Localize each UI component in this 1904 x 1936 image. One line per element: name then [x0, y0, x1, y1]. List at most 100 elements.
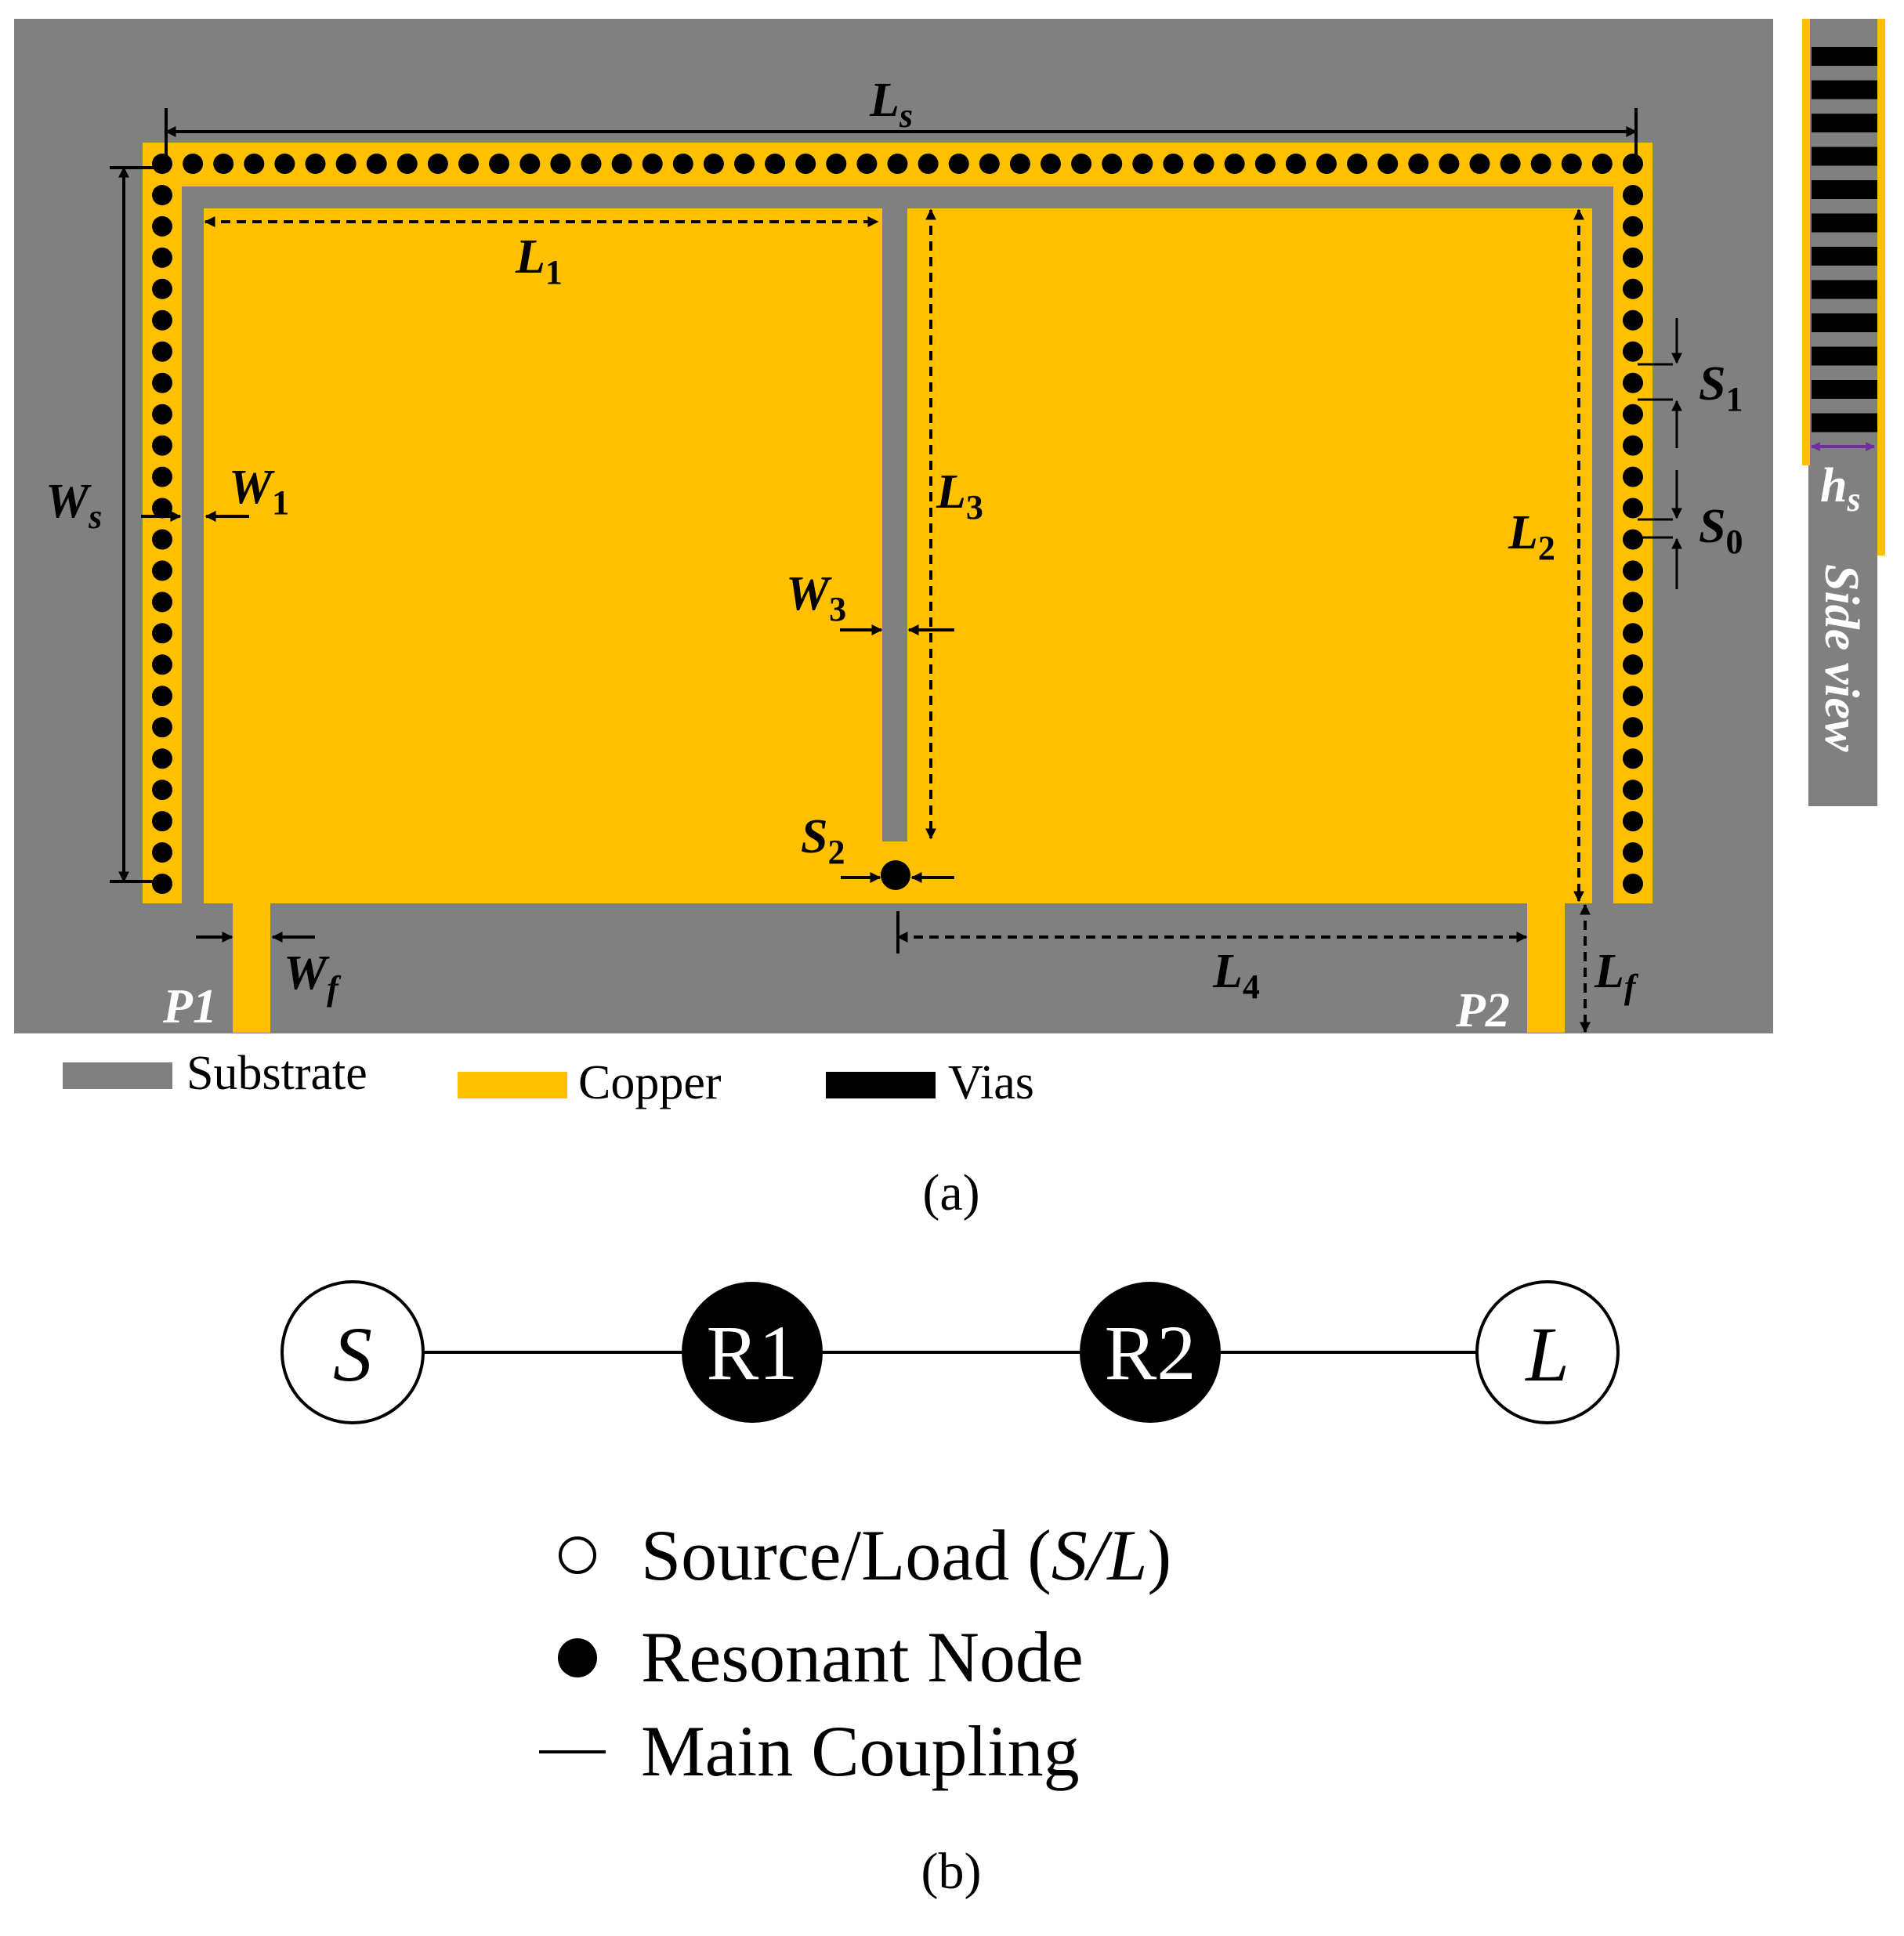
node-r1-label: R1 — [707, 1309, 798, 1396]
side-via-bar — [1812, 114, 1877, 132]
node-r1 — [682, 1282, 823, 1423]
coupling-topology: S R1 R2 L — [281, 1280, 1620, 1424]
via — [489, 154, 510, 174]
via — [1530, 154, 1551, 174]
label-L3: L3 — [936, 465, 983, 527]
via — [1623, 717, 1643, 738]
via — [672, 154, 693, 174]
label-Ls: Ls — [869, 74, 913, 135]
top-view — [14, 19, 1773, 1033]
legend-resonant-icon — [558, 1638, 597, 1677]
via — [1623, 592, 1643, 613]
via — [152, 466, 172, 487]
via — [1041, 154, 1061, 174]
via — [1316, 154, 1337, 174]
dimension-lines — [110, 108, 1682, 1033]
via — [152, 185, 172, 205]
node-r2-label: R2 — [1105, 1309, 1196, 1396]
node-load-label: L — [1524, 1311, 1569, 1398]
side-view-bottom-copper — [1877, 19, 1885, 555]
via — [152, 278, 172, 299]
side-via-bar — [1812, 280, 1877, 299]
via — [1347, 154, 1368, 174]
via — [1623, 874, 1643, 894]
via — [152, 874, 172, 894]
side-via-bar — [1812, 380, 1877, 399]
via — [152, 372, 172, 393]
via — [1132, 154, 1153, 174]
node-r2 — [1080, 1282, 1221, 1423]
legend-copper-swatch — [458, 1072, 567, 1098]
label-L1: L1 — [515, 230, 563, 291]
via — [918, 154, 939, 174]
via — [183, 154, 204, 174]
via — [1623, 686, 1643, 707]
side-via-bar — [1812, 147, 1877, 166]
label-Ws: Ws — [45, 475, 102, 536]
via — [152, 686, 172, 707]
via — [1623, 247, 1643, 268]
via — [427, 154, 448, 174]
side-via-bar — [1812, 346, 1877, 366]
via — [1623, 185, 1643, 205]
via — [152, 748, 172, 769]
legend-resonant-label: Resonant Node — [641, 1617, 1084, 1697]
via — [581, 154, 602, 174]
port-p1-feed — [233, 903, 270, 1033]
via — [1254, 154, 1276, 174]
via — [335, 154, 357, 174]
side-view-vias — [1812, 47, 1877, 432]
via — [1591, 154, 1613, 174]
legend-copper-label: Copper — [578, 1056, 722, 1109]
via — [826, 154, 847, 174]
via — [152, 592, 172, 613]
via — [152, 154, 172, 174]
via — [1623, 811, 1643, 832]
via — [1623, 215, 1643, 237]
via — [1623, 842, 1643, 863]
via — [366, 154, 387, 174]
port-p2-feed — [1527, 903, 1565, 1033]
via — [1623, 748, 1643, 769]
side-via-bar — [1812, 247, 1877, 266]
center-via — [881, 860, 910, 890]
side-via-bar — [1812, 213, 1877, 233]
via — [611, 154, 632, 174]
via — [1163, 154, 1184, 174]
via — [152, 717, 172, 738]
via — [152, 247, 172, 268]
label-W3: W3 — [786, 567, 846, 628]
via — [1561, 154, 1582, 174]
via — [1071, 154, 1092, 174]
via — [152, 341, 172, 362]
via — [1623, 654, 1643, 675]
via — [396, 154, 418, 174]
via — [519, 154, 541, 174]
via — [1500, 154, 1521, 174]
side-via-bar — [1812, 80, 1877, 100]
via — [1623, 466, 1643, 487]
legend-a: Substrate Copper Vias — [63, 1047, 1034, 1109]
via — [1623, 403, 1643, 425]
label-L4: L4 — [1212, 945, 1260, 1006]
legend-source-load-label: Source/Load (S/L) — [641, 1515, 1171, 1595]
via — [979, 154, 1000, 174]
label-S2: S2 — [801, 810, 845, 871]
via — [1377, 154, 1399, 174]
node-source-label: S — [333, 1311, 372, 1398]
label-P1: P1 — [162, 980, 217, 1033]
via — [1439, 154, 1460, 174]
via — [734, 154, 755, 174]
center-slot — [882, 197, 907, 841]
caption-a: (a) — [922, 1164, 979, 1221]
side-view-top-copper — [1802, 19, 1810, 465]
via — [152, 780, 172, 801]
via — [1224, 154, 1245, 174]
via — [1623, 341, 1643, 362]
legend-source-load-icon — [559, 1536, 596, 1574]
via — [887, 154, 908, 174]
via — [1623, 309, 1643, 331]
via — [152, 560, 172, 581]
via — [1623, 529, 1643, 550]
